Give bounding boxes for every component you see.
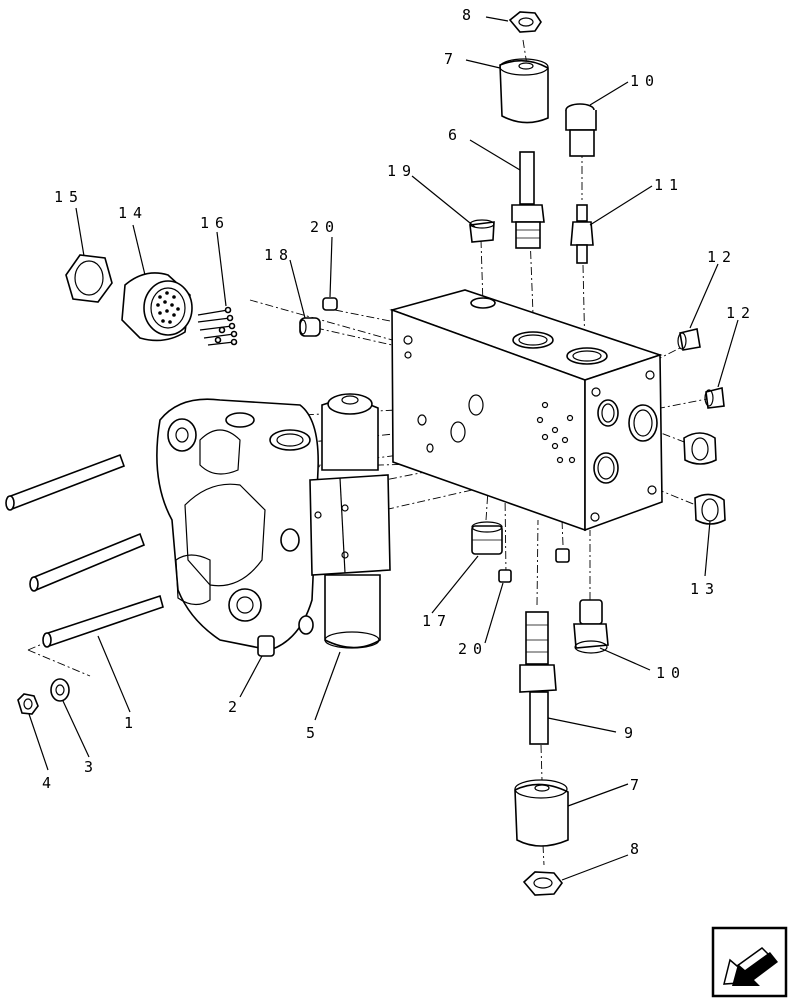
callout-7-lower: 7 — [630, 776, 645, 794]
part-12-upper-plug — [677, 328, 701, 351]
part-19-cap — [469, 219, 495, 243]
callout-16: 16 — [200, 214, 230, 232]
callout-13: 13 — [690, 580, 720, 598]
part-4-nut — [17, 693, 39, 715]
part-2-valve-body — [156, 398, 319, 657]
part-12-lower-plug — [704, 387, 725, 409]
callout-4: 4 — [42, 774, 57, 792]
manifold-block — [389, 289, 663, 532]
part-5-solenoid-valve — [309, 393, 391, 649]
part-3-washer — [50, 678, 70, 702]
callout-20-top: 20 — [310, 218, 340, 236]
part-10-top-plug — [565, 103, 597, 157]
callout-3: 3 — [84, 758, 99, 776]
part-8-top-nut — [508, 11, 542, 33]
part-16-contact-pins — [197, 306, 238, 346]
part-20-small-plug-lower — [498, 548, 570, 583]
leader-lines — [28, 16, 739, 881]
part-17-cap — [471, 521, 503, 555]
callout-7-top: 7 — [444, 50, 459, 68]
callout-10-lower: 10 — [656, 664, 686, 682]
part-13-lower-plug — [694, 493, 726, 525]
callout-labels: 8 7 6 10 11 19 20 18 12 12 13 17 20 10 9… — [42, 6, 756, 858]
part-9-lower-stem — [519, 611, 557, 745]
part-14-connector — [121, 272, 193, 342]
callout-11: 11 — [654, 176, 684, 194]
previous-page-arrow-icon[interactable] — [711, 926, 788, 998]
part-15-jam-nut — [65, 254, 113, 303]
part-7-top-sleeve — [499, 58, 549, 124]
connector-pins — [156, 291, 180, 324]
part-6-stem — [511, 151, 545, 249]
callout-18: 18 — [264, 246, 294, 264]
callout-8-top: 8 — [462, 6, 477, 24]
callout-9: 9 — [624, 724, 639, 742]
part-13-upper-plug — [683, 432, 717, 465]
callout-15: 15 — [54, 188, 84, 206]
part-18-plug — [299, 317, 321, 337]
callout-6: 6 — [448, 126, 463, 144]
callout-12-upper: 12 — [707, 248, 737, 266]
part-7-lower-sleeve — [514, 779, 569, 847]
callout-1: 1 — [124, 714, 139, 732]
part-11-sensor — [570, 204, 594, 264]
callout-2: 2 — [228, 698, 243, 716]
callout-12-lower: 12 — [726, 304, 756, 322]
callout-17: 17 — [422, 612, 452, 630]
part-8-lower-nut — [522, 871, 564, 896]
part-20-small-plug-top — [322, 297, 338, 311]
part-1-tie-rods — [5, 453, 164, 648]
callout-10-top: 10 — [630, 72, 660, 90]
callout-20-lower: 20 — [458, 640, 488, 658]
callout-5: 5 — [306, 724, 321, 742]
part-10-lower-plug — [573, 599, 609, 654]
callout-19: 19 — [387, 162, 417, 180]
callout-8-lower: 8 — [630, 840, 645, 858]
callout-14: 14 — [118, 204, 148, 222]
